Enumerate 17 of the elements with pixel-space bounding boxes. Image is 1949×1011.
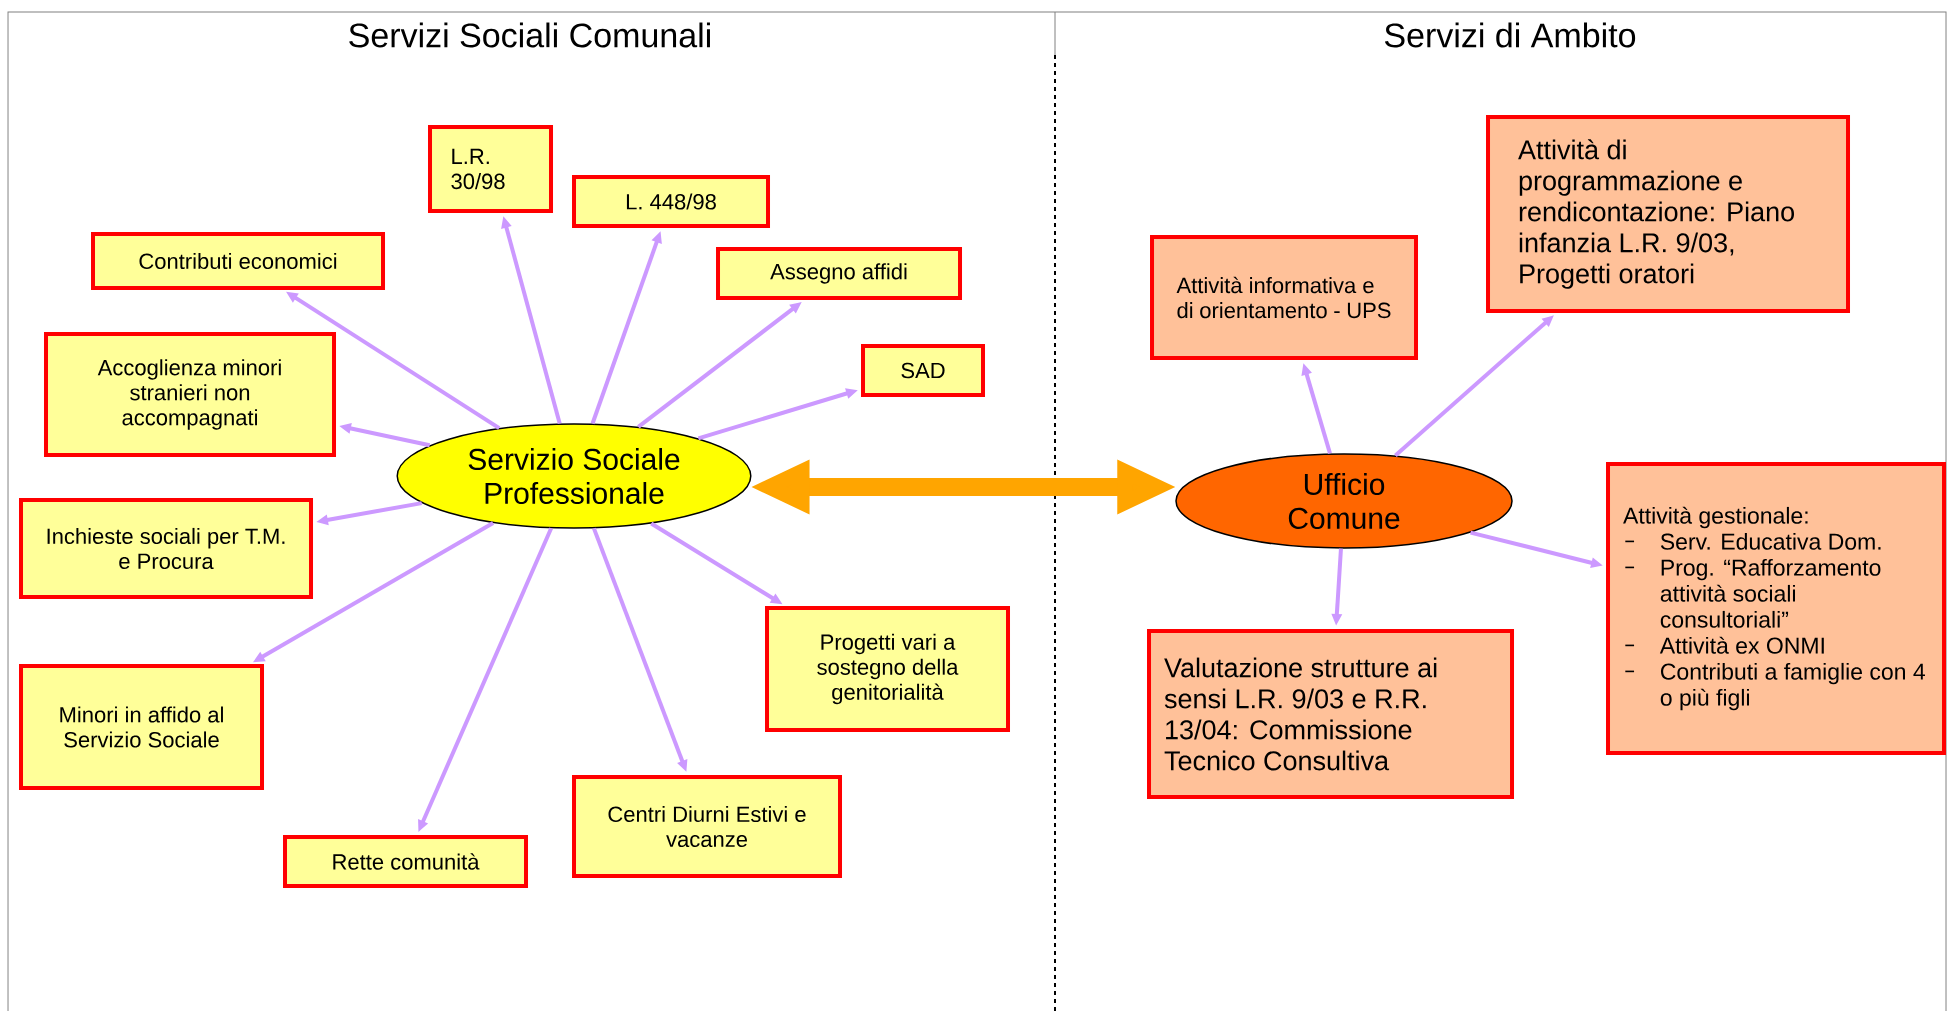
service-box: Minori in affido al Servizio Sociale — [19, 664, 264, 790]
service-box: Progetti vari a sostegno della genitorialità — [765, 606, 1010, 732]
column-heading: Servizi di Ambito — [1384, 22, 1636, 48]
service-box: Accoglienza minori stranieri non accompagnati — [44, 332, 336, 457]
activity-box: Attività informativa e di orientamento - UPS — [1150, 235, 1418, 360]
activity-box: Attività gestionale: Serv. Educativa Dom. Prog. “Rafforzamento attività sociali consultoriali” Attività ex ONMI Contributi a famiglie con 4 o più figli — [1606, 462, 1946, 755]
service-box: Rette comunità — [283, 835, 528, 888]
service-box: L.R. 30/98 — [428, 125, 553, 213]
service-box: L. 448/98 — [572, 175, 770, 228]
activity-box: Attività di programmazione e rendicontazione: Piano infanzia L.R. 9/03, Progetti oratori — [1486, 115, 1850, 313]
service-box: Assegno affidi — [716, 247, 962, 300]
service-box: Centri Diurni Estivi e vacanze — [572, 775, 842, 878]
service-box: Inchieste sociali per T.M. e Procura — [19, 498, 313, 599]
service-box: SAD — [861, 344, 985, 397]
service-box: Contributi economici — [91, 232, 385, 290]
activity-box: Valutazione strutture ai sensi L.R. 9/03 e R.R. 13/04: Commissione Tecnico Consultiva — [1147, 629, 1514, 799]
column-heading: Servizi Sociali Comunali — [349, 22, 710, 48]
